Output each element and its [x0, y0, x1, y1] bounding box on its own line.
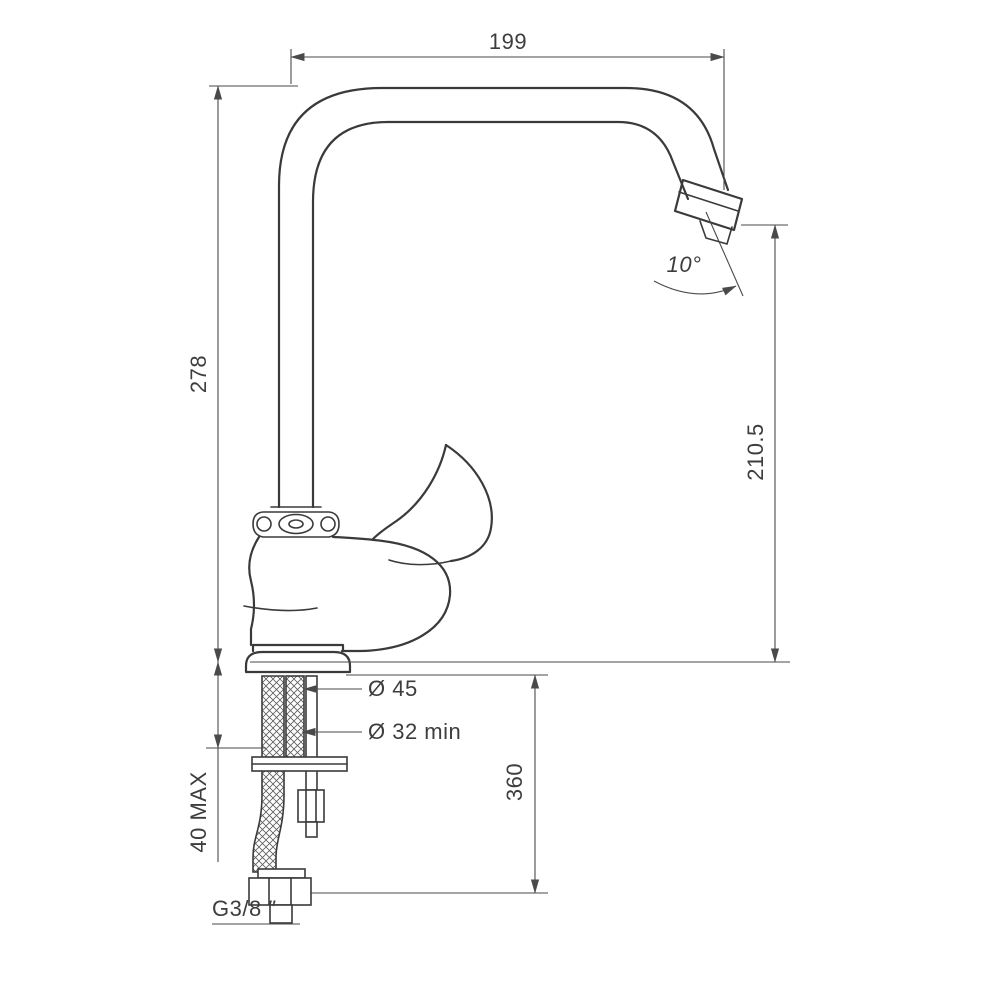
- collar-center-ellipse: [278, 513, 314, 535]
- base-lip: [251, 643, 345, 653]
- mounting-stud: [305, 675, 318, 791]
- dim-under-counter-length: 360: [310, 674, 548, 894]
- body-head: [331, 535, 452, 653]
- dim-connection-thread: G3/8 ″: [212, 896, 300, 925]
- under-counter-assembly: [248, 675, 348, 924]
- hose-end-hex-nut: [248, 877, 312, 906]
- dim-spout-height: 278: [186, 85, 298, 663]
- dim-spout-reach: 199: [290, 29, 725, 190]
- dim-label-spout-reach: 199: [489, 29, 527, 54]
- spout-outer-edge: [277, 86, 730, 509]
- spout-aerator: [673, 178, 744, 232]
- dim-label-outlet-height: 210.5: [743, 423, 768, 481]
- dim-label-connection-thread: G3/8 ″: [212, 896, 277, 921]
- handle-lever-outer: [444, 443, 493, 563]
- spout-inner-edge: [311, 120, 690, 509]
- body-seam-line: [243, 605, 318, 612]
- hex-nut-facets: [268, 877, 292, 906]
- dim-outlet-height: 210.5: [741, 224, 788, 663]
- faucet-outline: [243, 86, 744, 674]
- collar-body: [252, 511, 340, 538]
- hose-end-flange: [257, 868, 306, 879]
- collar-center-inner-ellipse: [288, 519, 304, 529]
- dim-label-base-diameter: Ø 45: [368, 676, 418, 701]
- hose-end-tube: [269, 904, 293, 924]
- dim-label-under-counter-length: 360: [502, 763, 527, 801]
- collar-right-bead: [320, 516, 336, 532]
- aerator-nozzle-tip: [699, 220, 733, 245]
- dim-base-diameter: Ø 45: [303, 676, 418, 701]
- stud-nut-facets: [305, 789, 317, 823]
- dim-outlet-angle: 10°: [653, 211, 744, 297]
- dim-label-hole-diameter: Ø 32 min: [368, 719, 461, 744]
- dim-max-deck-thickness: 40 MAX: [186, 661, 266, 862]
- handle-seam: [388, 559, 452, 566]
- collar-left-bead: [256, 516, 272, 532]
- dim-label-max-deck-thickness: 40 MAX: [186, 771, 211, 852]
- dim-label-outlet-angle: 10°: [667, 252, 702, 277]
- stud-nut: [297, 789, 325, 823]
- aerator-divider-line: [678, 191, 739, 212]
- base-skirt: [244, 650, 352, 674]
- flexible-hose: [252, 675, 285, 873]
- threaded-shank: [285, 675, 305, 761]
- stud-tip: [305, 821, 318, 838]
- dimension-annotations: 199 278 210.5 10° Ø 45: [186, 29, 790, 925]
- dim-label-spout-height: 278: [186, 355, 211, 393]
- dim-hole-diameter: Ø 32 min: [301, 719, 461, 744]
- body-left-edge: [248, 535, 261, 647]
- handle-lever-inner: [371, 443, 448, 541]
